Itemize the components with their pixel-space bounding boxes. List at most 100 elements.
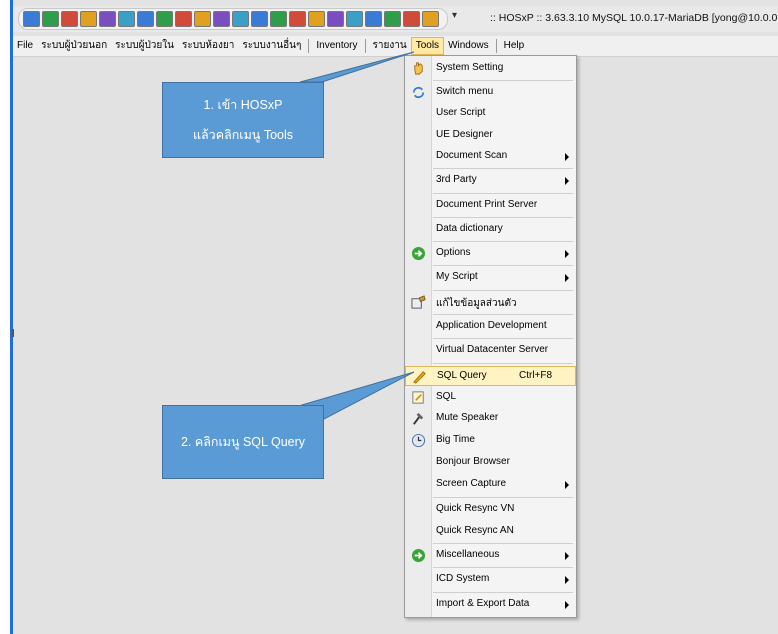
menu-item-big-time[interactable]: Big Time (405, 431, 576, 451)
menu-separator (364, 39, 366, 53)
menu-item-ue-designer[interactable]: UE Designer (405, 126, 576, 146)
exit-icon[interactable] (422, 11, 439, 27)
menubar: File ระบบผู้ป่วยนอก ระบบผู้ป่วยใน ระบบห้… (13, 36, 778, 57)
menu-separator (433, 338, 573, 339)
menu-item-label: Mute Speaker (436, 412, 499, 423)
menu-tools[interactable]: Tools (410, 37, 445, 55)
menu-item-3rd-party[interactable]: 3rd Party (405, 171, 576, 191)
tools-icon[interactable] (232, 11, 249, 27)
menu-item-system-setting[interactable]: System Setting (405, 59, 576, 79)
menu-item-icd-system[interactable]: ICD System (405, 570, 576, 590)
document-check-icon[interactable] (156, 11, 173, 27)
table-icon[interactable] (194, 11, 211, 27)
menu-item-miscellaneous[interactable]: Miscellaneous (405, 546, 576, 566)
chart-icon[interactable] (289, 11, 306, 27)
menu-item-label: SQL Query (437, 370, 487, 381)
submenu-arrow-icon (565, 552, 569, 560)
menu-pharmacy[interactable]: ระบบห้องยา (181, 40, 235, 51)
monitor-icon[interactable] (213, 11, 230, 27)
menu-item-my-script[interactable]: My Script (405, 268, 576, 288)
list-icon[interactable] (270, 11, 287, 27)
globe-icon[interactable] (308, 11, 325, 27)
menu-item-sql-query[interactable]: SQL Query Ctrl+F8 (405, 366, 576, 386)
menu-item-import-export-data[interactable]: Import & Export Data (405, 595, 576, 615)
menu-item-screen-capture[interactable]: Screen Capture (405, 475, 576, 495)
menu-item-data-dictionary[interactable]: Data dictionary (405, 220, 576, 240)
document-icon[interactable] (80, 11, 97, 27)
menu-separator (495, 39, 497, 53)
play-icon[interactable] (61, 11, 78, 27)
callout-step-1: 1. เข้า HOSxP แล้วคลิกเมนู Tools (162, 82, 324, 158)
menu-item-quick-resync-vn[interactable]: Quick Resync VN (405, 500, 576, 520)
menu-item-label: SQL (436, 391, 457, 402)
menu-separator (308, 39, 310, 53)
menu-item-user-script[interactable]: User Script (405, 104, 576, 124)
menu-help[interactable]: Help (503, 40, 525, 51)
menu-icon-gutter (405, 56, 432, 617)
menu-ipd[interactable]: ระบบผู้ป่วยใน (115, 40, 174, 51)
submenu-arrow-icon (565, 274, 569, 282)
menu-item-label: แก้ไขข้อมูลส่วนตัว (436, 298, 517, 309)
menu-item-application-development[interactable]: Application Development (405, 317, 576, 337)
menu-separator (433, 290, 573, 291)
menu-separator (433, 193, 573, 194)
menu-item-label: Switch menu (436, 86, 494, 97)
menu-item-virtual-datacenter-server[interactable]: Virtual Datacenter Server (405, 341, 576, 361)
menu-item-label: Big Time (436, 434, 475, 445)
menu-separator (433, 543, 573, 544)
submenu-arrow-icon (565, 177, 569, 185)
menu-item-label: Quick Resync VN (436, 503, 515, 514)
menu-item-shortcut: Ctrl+F8 (519, 370, 553, 381)
menu-item-document-scan[interactable]: Document Scan (405, 147, 576, 167)
menu-separator (433, 80, 573, 81)
mute-icon (413, 412, 424, 425)
person-icon[interactable] (403, 11, 420, 27)
menu-item-label: Import & Export Data (436, 598, 530, 609)
menu-separator (433, 265, 573, 266)
menu-item-label: Document Print Server (436, 199, 538, 210)
splitter-handle (12, 329, 14, 337)
window-icon[interactable] (384, 11, 401, 27)
menu-item-label: Data dictionary (436, 223, 503, 234)
menu-item-mute-speaker[interactable]: Mute Speaker (405, 409, 576, 429)
menu-item-sql[interactable]: SQL (405, 388, 576, 408)
menu-opd[interactable]: ระบบผู้ป่วยนอก (41, 40, 108, 51)
person-icon[interactable] (99, 11, 116, 27)
refresh-icon[interactable] (346, 11, 363, 27)
menu-item-quick-resync-an[interactable]: Quick Resync AN (405, 522, 576, 542)
arrow-circle-icon (411, 246, 426, 261)
menu-separator (433, 592, 573, 593)
menu-item-label: UE Designer (436, 129, 493, 140)
edit-icon[interactable] (137, 11, 154, 27)
menu-item-options[interactable]: Options (405, 244, 576, 264)
sql-query-icon (413, 371, 426, 384)
menu-item-label: Document Scan (436, 150, 508, 161)
menu-item-label: Miscellaneous (436, 549, 500, 560)
menu-report[interactable]: รายงาน (372, 40, 407, 51)
grid-icon[interactable] (175, 11, 192, 27)
menu-item-switch-menu[interactable]: Switch menu (405, 83, 576, 103)
sql-icon (412, 391, 424, 404)
hand-icon (414, 62, 423, 75)
user-add-icon[interactable] (42, 11, 59, 27)
menu-item-document-print-server[interactable]: Document Print Server (405, 196, 576, 216)
edit-icon[interactable] (118, 11, 135, 27)
menu-item-label: Application Development (436, 320, 547, 331)
menu-windows[interactable]: Windows (448, 40, 489, 51)
menu-other[interactable]: ระบบงานอื่นๆ (242, 40, 302, 51)
menu-inventory[interactable]: Inventory (316, 40, 358, 51)
grid-icon[interactable] (365, 11, 382, 27)
toolbar-dropdown-icon[interactable]: ▾ (452, 10, 458, 21)
menu-file[interactable]: File (17, 40, 34, 51)
menu-item-label: Virtual Datacenter Server (436, 344, 549, 355)
callout-step-1-line-2: แล้วคลิกเมนู Tools (192, 128, 294, 142)
disc-icon[interactable] (23, 11, 40, 27)
menu-item-edit-profile[interactable]: แก้ไขข้อมูลส่วนตัว (405, 293, 576, 313)
submenu-arrow-icon (565, 576, 569, 584)
person-icon[interactable] (251, 11, 268, 27)
submenu-arrow-icon (565, 601, 569, 609)
menu-item-label: My Script (436, 271, 478, 282)
menu-item-bonjour-browser[interactable]: Bonjour Browser (405, 453, 576, 473)
callout-step-1-line-1: 1. เข้า HOSxP (203, 98, 283, 112)
home-icon[interactable] (327, 11, 344, 27)
